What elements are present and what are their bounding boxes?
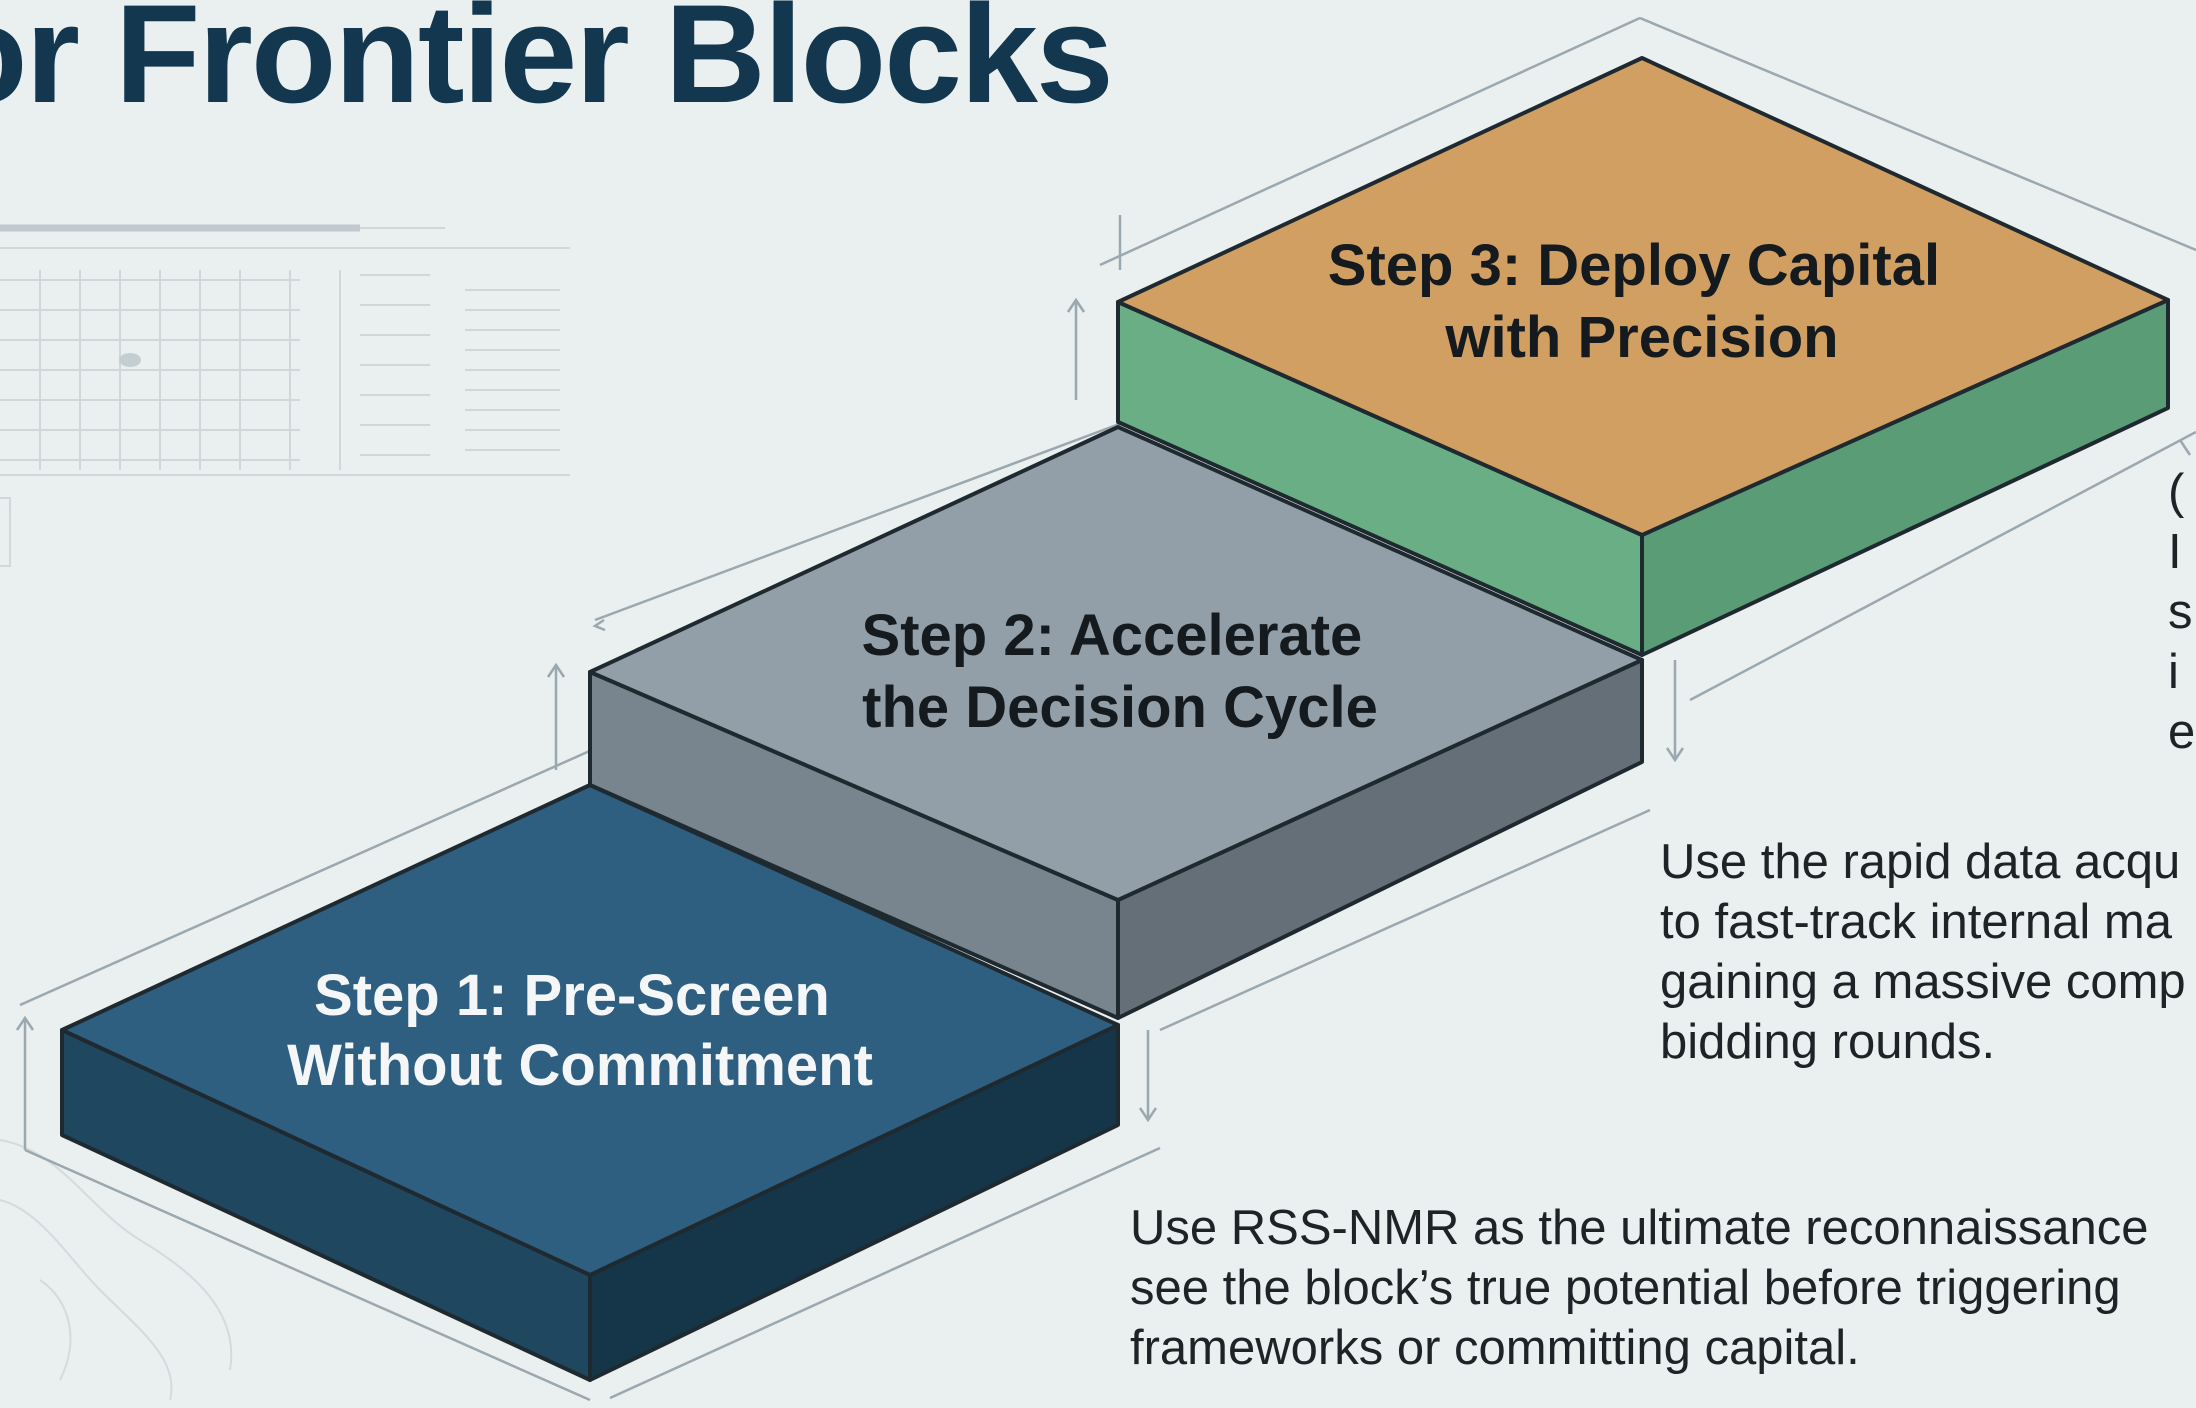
- step-1-title-line-2: Without Commitment: [287, 1033, 873, 1098]
- step-2-block: Step 2: Accelerate the Decision Cycle: [588, 425, 1644, 1020]
- step-3-top-face: [1116, 56, 2170, 537]
- thumbnail-grid: [0, 270, 300, 470]
- step-3-title-line-2: with Precision: [1444, 305, 1838, 370]
- step-1-title-line-1: Step 1: Pre-Screen: [314, 963, 830, 1028]
- step-3-title-line-1: Step 3: Deploy Capital: [1328, 233, 1940, 298]
- step-1-top-face: [60, 783, 1120, 1277]
- page-title: or Frontier Blocks: [0, 0, 1114, 132]
- step-2-description: Use the rapid data acqu to fast-track in…: [1660, 835, 2186, 1069]
- thumbnail-table: [0, 270, 570, 476]
- guide-lines: [15, 16, 2196, 1402]
- step-3-block: Step 3: Deploy Capital with Precision: [1116, 56, 2170, 657]
- background-dashboard-thumbnail: [0, 224, 570, 567]
- step-3-title: Step 3: Deploy Capital with Precision: [1328, 233, 1956, 370]
- step-1-title: Step 1: Pre-Screen Without Commitment: [287, 963, 873, 1098]
- step-2-title: Step 2: Accelerate the Decision Cycle: [862, 603, 1379, 740]
- step-2-title-line-2: the Decision Cycle: [862, 675, 1378, 740]
- step-2-title-line-1: Step 2: Accelerate: [862, 603, 1363, 668]
- step-1-block: Step 1: Pre-Screen Without Commitment: [60, 783, 1120, 1382]
- step-3-description: ( I s i e: [2168, 465, 2196, 759]
- step-2-top-face: [588, 425, 1644, 902]
- step-1-description: Use RSS-NMR as the ultimate reconnaissan…: [1130, 1201, 2149, 1375]
